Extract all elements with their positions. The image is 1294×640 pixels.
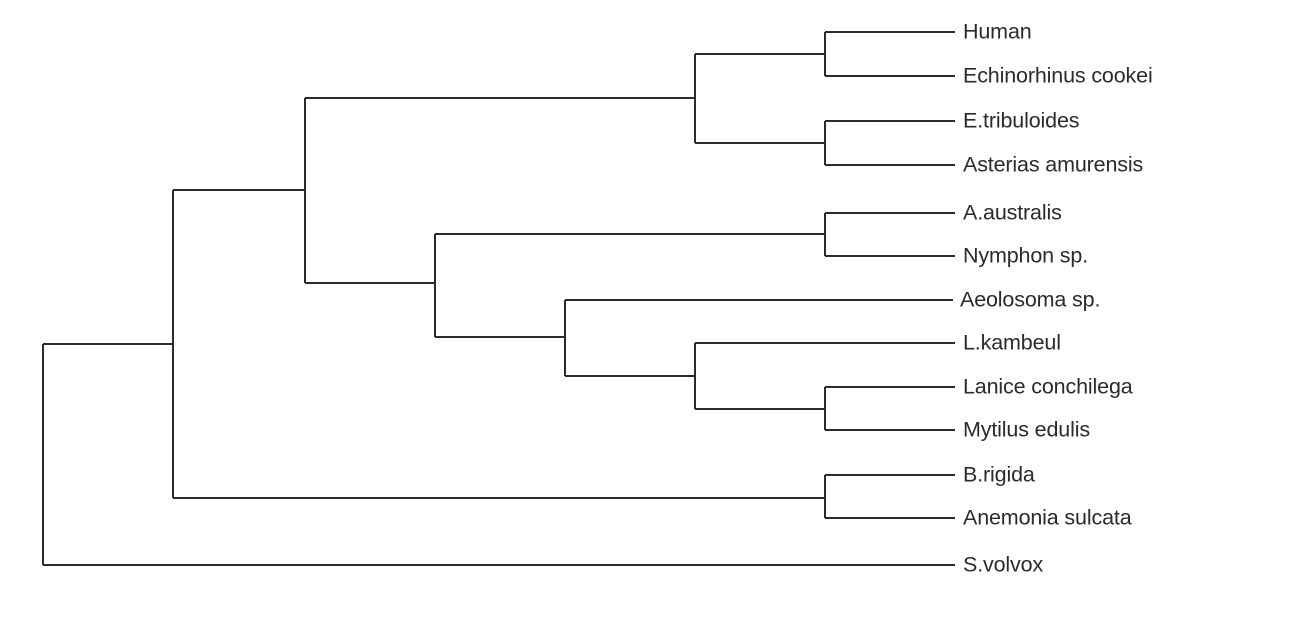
tip-label-echinorhinus-cookei: Echinorhinus cookei [963, 63, 1153, 88]
branch-group-lanice-mytilus [824, 386, 955, 431]
tip-label-lanice-conchilega: Lanice conchilega [963, 374, 1133, 399]
tip-label-b-rigida: B.rigida [963, 462, 1035, 487]
branch-group-ingroup [172, 189, 825, 499]
tip-label-s-volvox: S.volvox [963, 552, 1044, 577]
tip-label-anemonia-sulcata: Anemonia sulcata [963, 505, 1132, 530]
branch-group-aeolo-clade [564, 299, 953, 377]
tip-label-mytilus-edulis: Mytilus edulis [963, 417, 1090, 442]
tip-label-e-tribuloides: E.tribuloides [963, 108, 1080, 133]
tip-label-aeolosoma-sp: Aeolosoma sp. [960, 287, 1101, 312]
tip-label-asterias-amurensis: Asterias amurensis [963, 152, 1144, 177]
branch-group-rigida-anemonia [824, 474, 955, 519]
branch-group-austr-nymphon [824, 212, 955, 257]
branch-group-protostome [434, 233, 825, 338]
branch-group-human-echino [824, 31, 955, 77]
branch-group-kambeul-clade [694, 342, 955, 410]
branch-group-bilateria [304, 97, 695, 284]
tip-label-l-kambeul: L.kambeul [963, 330, 1061, 355]
tip-label-human: Human [963, 19, 1032, 44]
branch-group-deuterostome [694, 53, 825, 144]
branch-group-trib-asterias [824, 120, 955, 166]
branch-group-root [42, 343, 955, 566]
tip-label-a-australis: A.australis [963, 200, 1062, 225]
tip-label-nymphon-sp: Nymphon sp. [963, 243, 1089, 268]
